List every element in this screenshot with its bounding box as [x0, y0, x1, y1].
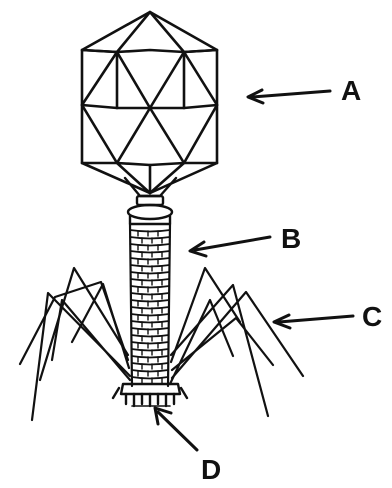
sheath-ring — [130, 230, 170, 232]
sheath-ring — [131, 286, 169, 288]
sheath-ring — [131, 328, 168, 330]
sheath-ring — [131, 279, 170, 281]
sheath-ring — [131, 321, 169, 323]
phage-tail-fibers — [20, 268, 303, 420]
sheath-ring — [131, 272, 170, 274]
sheath-ring — [131, 265, 170, 267]
phage-head — [82, 12, 217, 193]
sheath-ring — [131, 342, 168, 344]
phage-tail-sheath — [130, 224, 170, 386]
sheath-ring — [132, 356, 169, 358]
sheath-ring — [130, 251, 169, 253]
sheath-ring — [132, 370, 168, 372]
pointer-arrow-b — [190, 237, 270, 256]
sheath-ring — [130, 244, 170, 246]
sheath-ring — [131, 293, 169, 295]
label-d: D — [201, 456, 221, 484]
sheath-ring — [130, 258, 169, 260]
pointer-arrow-c — [274, 315, 353, 328]
phage-base-plate — [113, 384, 187, 406]
pointer-arrow-d — [155, 408, 197, 450]
sheath-ring — [132, 363, 169, 365]
sheath-ring — [131, 314, 169, 316]
sheath-ring — [131, 300, 169, 302]
sheath-ring — [132, 349, 169, 351]
sheath-ring — [130, 237, 170, 239]
label-b: B — [281, 225, 301, 253]
sheath-ring — [131, 307, 169, 309]
label-c: C — [362, 303, 382, 331]
sheath-ring — [131, 335, 168, 337]
pointer-arrow-a — [248, 90, 330, 103]
label-a: A — [341, 77, 361, 105]
